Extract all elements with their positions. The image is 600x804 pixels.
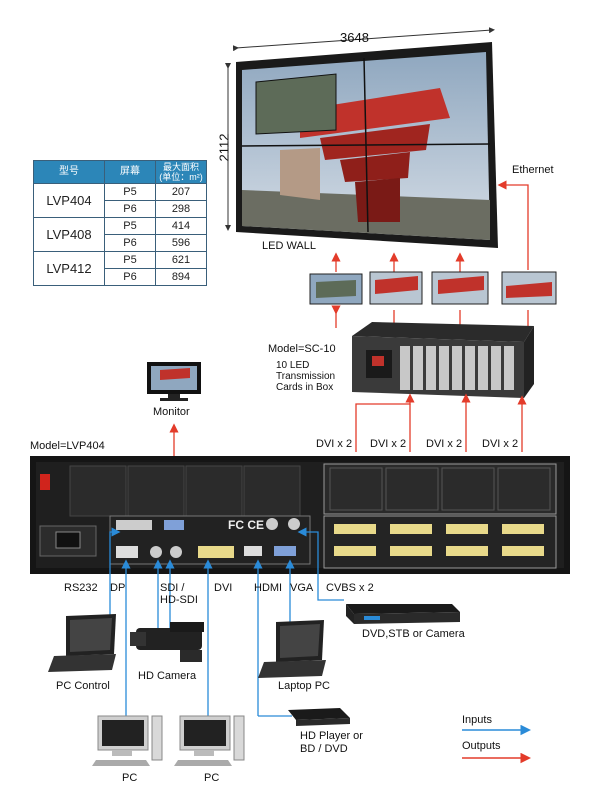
input-links bbox=[109, 527, 344, 717]
table-cell-screen: P5 bbox=[104, 251, 156, 269]
ethernet-label: Ethernet bbox=[512, 164, 554, 176]
table-cell-area: 298 bbox=[155, 200, 207, 218]
table-cell-screen: P5 bbox=[104, 183, 156, 201]
thumbnail-row bbox=[309, 271, 557, 305]
pc1-label: PC bbox=[122, 772, 138, 784]
legend-inputs: Inputs bbox=[462, 714, 492, 726]
table-cell-area: 596 bbox=[155, 234, 207, 252]
monitor-label: Monitor bbox=[153, 406, 190, 418]
table-cell-area: 894 bbox=[155, 268, 207, 286]
hdmi-label: HDMI bbox=[254, 582, 283, 594]
led-wall-caption: LED WALL bbox=[262, 240, 317, 252]
sc10-description: 10 LED Transmission Cards in Box bbox=[276, 360, 336, 393]
dvi-output-label: DVI x 2 bbox=[316, 438, 353, 450]
dvd-device bbox=[346, 604, 460, 624]
table-row-model: LVP404 bbox=[33, 183, 105, 218]
table-header-screen: 屏幕 bbox=[104, 160, 156, 184]
table-cell-area: 207 bbox=[155, 183, 207, 201]
vga-label: VGA bbox=[290, 582, 314, 594]
table-cell-screen: P6 bbox=[104, 268, 156, 286]
table-row-model: LVP408 bbox=[33, 217, 105, 252]
rs232-label: RS232 bbox=[64, 582, 98, 594]
pc-control-label: PC Control bbox=[56, 680, 110, 692]
dvi-output-links bbox=[169, 393, 527, 458]
hd-player-device bbox=[288, 708, 350, 726]
sdi-label: SDI / HD-SDI bbox=[160, 582, 198, 606]
legend-outputs: Outputs bbox=[462, 740, 501, 752]
laptop-pc-label: Laptop PC bbox=[278, 680, 330, 692]
lvp404-unit bbox=[30, 456, 570, 574]
hd-camera-device bbox=[130, 622, 204, 662]
pc2-label: PC bbox=[204, 772, 220, 784]
wall-height-label: 2112 bbox=[216, 133, 232, 162]
table-cell-area: 621 bbox=[155, 251, 207, 269]
hd-camera-label: HD Camera bbox=[138, 670, 197, 682]
table-cell-screen: P6 bbox=[104, 200, 156, 218]
fc-ce-mark: FC CE bbox=[228, 518, 264, 532]
table-header-area: 最大面积 (单位：m²) bbox=[155, 160, 207, 184]
table-cell-screen: P5 bbox=[104, 217, 156, 235]
table-row-model: LVP412 bbox=[33, 251, 105, 286]
dvi-input-label: DVI bbox=[214, 582, 233, 594]
wall-width-label: 3648 bbox=[340, 30, 369, 45]
sc10-box bbox=[352, 322, 534, 398]
laptop-pc-device bbox=[258, 620, 326, 678]
monitor-device bbox=[147, 362, 201, 401]
sc10-model-label: Model=SC-10 bbox=[268, 343, 336, 355]
dvi-output-label: DVI x 2 bbox=[370, 438, 407, 450]
pc2-device bbox=[174, 715, 245, 766]
pc1-device bbox=[92, 715, 163, 766]
cvbs-label: CVBS x 2 bbox=[326, 582, 374, 594]
dp-label: DP bbox=[110, 582, 126, 594]
dvi-output-label: DVI x 2 bbox=[426, 438, 463, 450]
table-header-model: 型号 bbox=[33, 160, 105, 184]
lvp-model-label: Model=LVP404 bbox=[30, 440, 105, 452]
dvd-label: DVD,STB or Camera bbox=[362, 628, 465, 640]
spec-table: 型号 屏幕 最大面积 (单位：m²) LVP404 P5 207 P6 298 … bbox=[33, 160, 207, 286]
legend-arrows bbox=[462, 724, 531, 764]
led-wall bbox=[225, 27, 498, 248]
table-cell-screen: P6 bbox=[104, 234, 156, 252]
table-cell-area: 414 bbox=[155, 217, 207, 235]
ethernet-links bbox=[331, 180, 529, 328]
pc-control-laptop bbox=[48, 614, 116, 672]
dvi-output-label: DVI x 2 bbox=[482, 438, 519, 450]
hd-player-label: HD Player or BD / DVD bbox=[300, 730, 363, 755]
